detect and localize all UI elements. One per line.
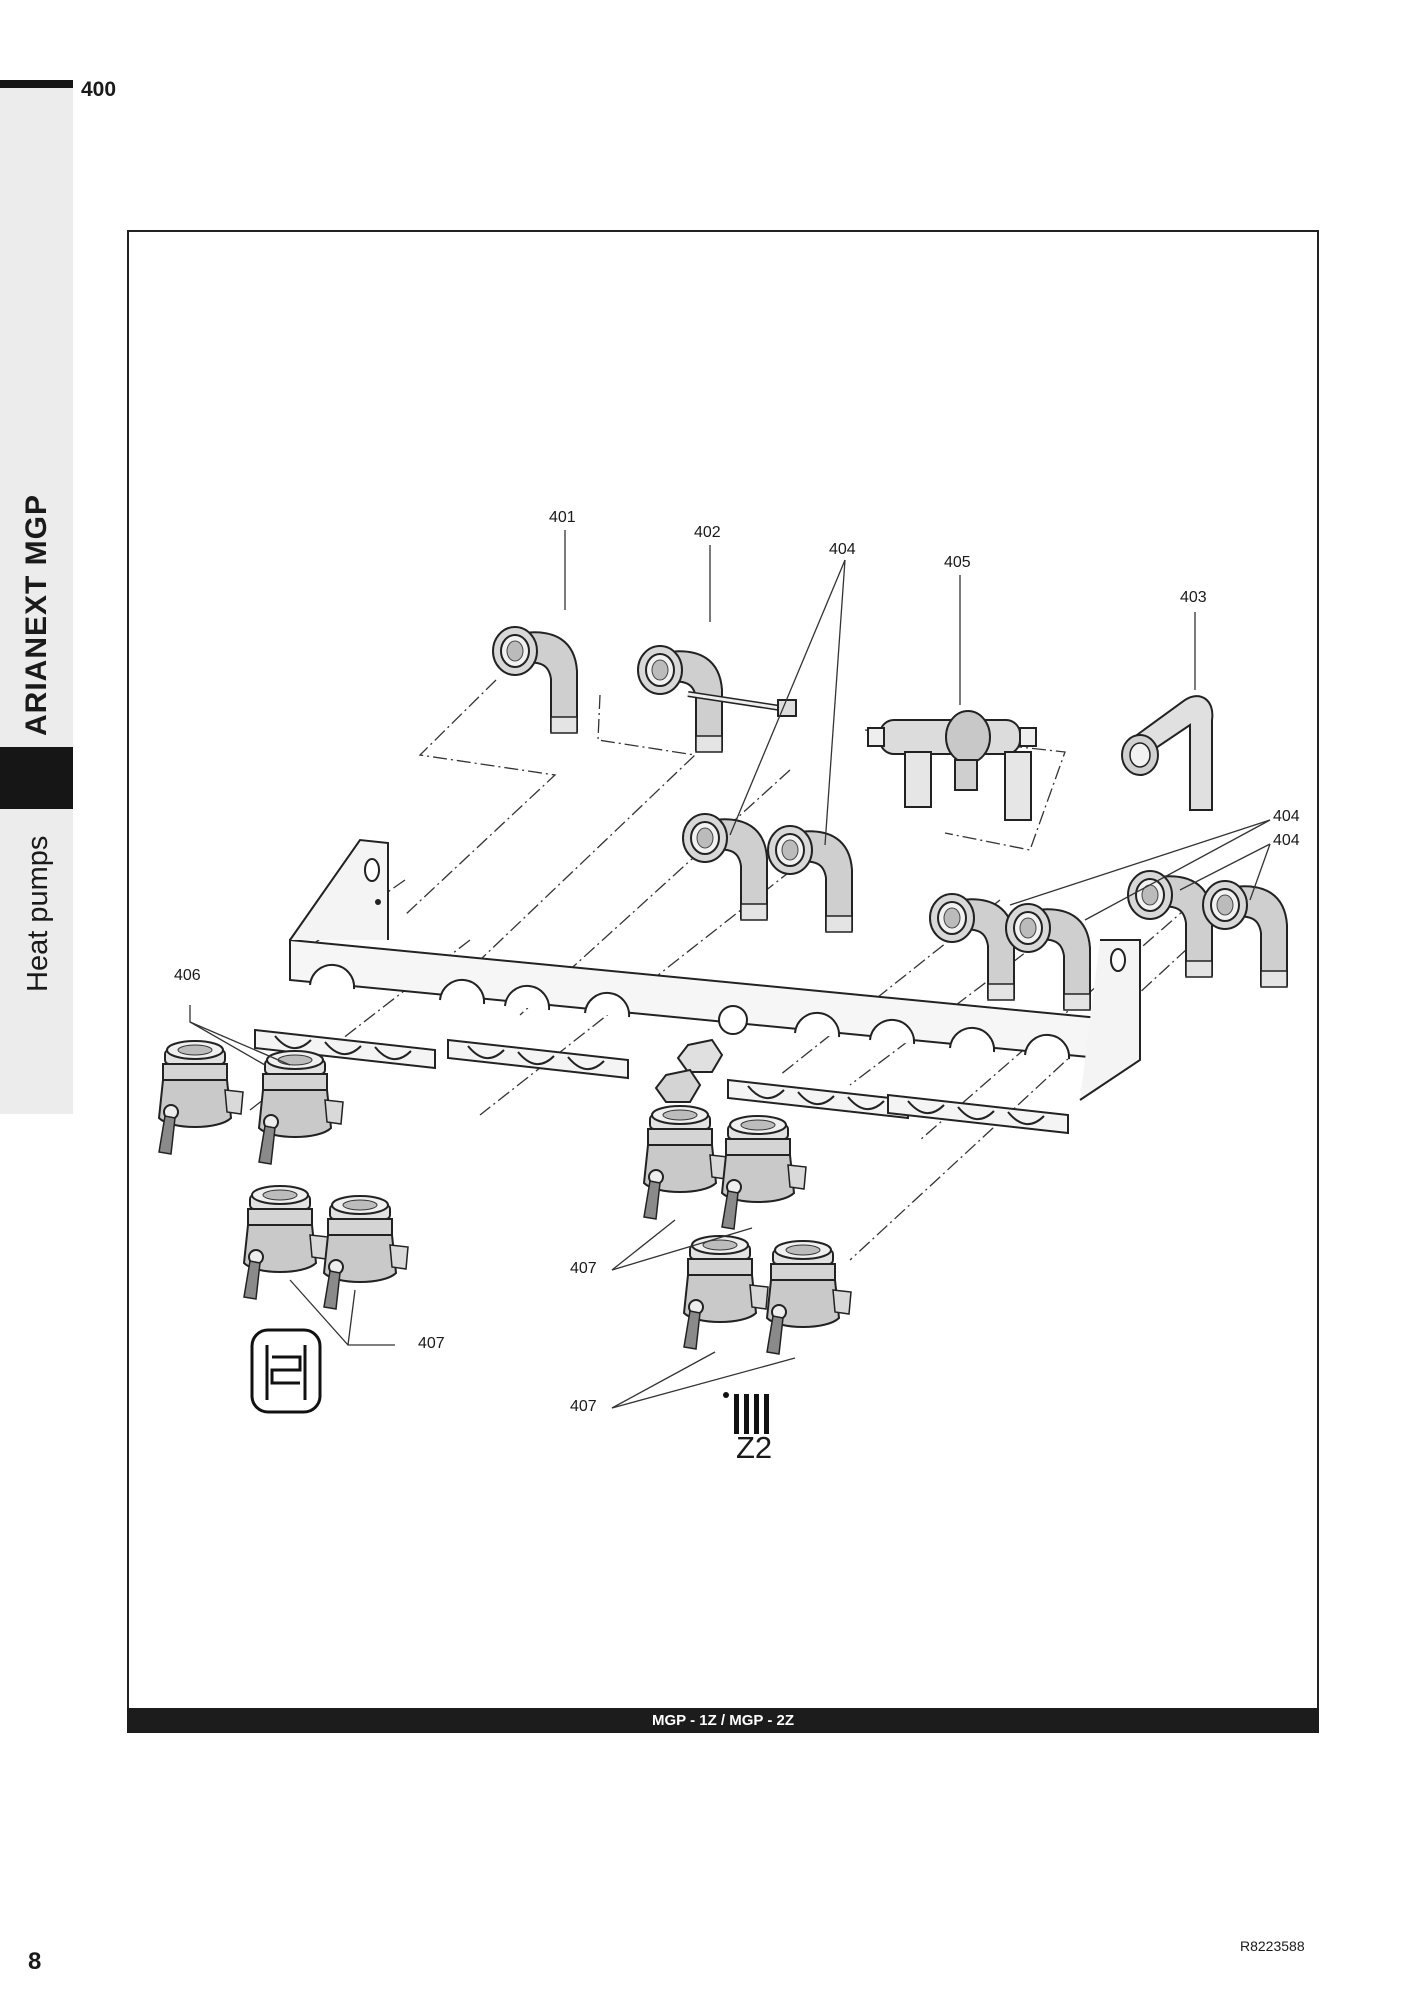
pipe-elbow-404: [768, 826, 852, 932]
clamp-bracket: [727, 1079, 909, 1119]
callout-407: 407: [570, 1398, 597, 1415]
clamp-bracket: [887, 1094, 1069, 1134]
zone-label: Z2: [736, 1430, 773, 1465]
callout-402: 402: [694, 524, 721, 541]
callout-403: 403: [1180, 589, 1207, 606]
valve-assembly-405: [867, 710, 1037, 821]
callout-406: 406: [174, 967, 201, 984]
mounting-rail: [289, 838, 1141, 1101]
radiator-icon: [723, 1392, 769, 1434]
ball-valve-407: [683, 1235, 769, 1350]
callout-405: 405: [944, 554, 971, 571]
section-number: 400: [81, 78, 117, 101]
callout-401: 401: [549, 509, 576, 526]
sidebar-light-panel-lower: [0, 809, 73, 1114]
page-number: 8: [28, 1948, 42, 1975]
hot-water-tank-icon: [250, 1328, 322, 1414]
plug: [654, 1038, 724, 1103]
ball-valve-407: [323, 1195, 409, 1310]
sidebar-dark-tab: [0, 747, 73, 809]
ball-valve-406: [258, 1050, 344, 1165]
ball-valve-407: [243, 1185, 329, 1300]
section-rule: [0, 80, 73, 88]
sidebar-light-panel: [0, 80, 73, 747]
callout-404: 404: [829, 541, 856, 558]
ball-valve-407: [643, 1105, 729, 1220]
ball-valve-407: [721, 1115, 807, 1230]
document-reference: R8223588: [1240, 1938, 1305, 1954]
callout-407: 407: [570, 1260, 597, 1277]
pipe-elbow-404: [930, 894, 1014, 1000]
pipe-elbow-404: [1203, 881, 1287, 987]
callout-404: 404: [1273, 808, 1300, 825]
pipe-elbow-404: [683, 814, 767, 920]
pipe-elbow-401: [493, 627, 577, 733]
clamp-bracket: [447, 1039, 629, 1079]
callout-404: 404: [1273, 832, 1300, 849]
callout-407: 407: [418, 1335, 445, 1352]
pipe-elbow-403: [1121, 695, 1214, 811]
ball-valve-407: [766, 1240, 852, 1355]
ball-valve-406: [158, 1040, 244, 1155]
leader-lines: [189, 530, 1271, 1409]
figure-caption: MGP - 1Z / MGP - 2Z: [127, 1708, 1319, 1733]
